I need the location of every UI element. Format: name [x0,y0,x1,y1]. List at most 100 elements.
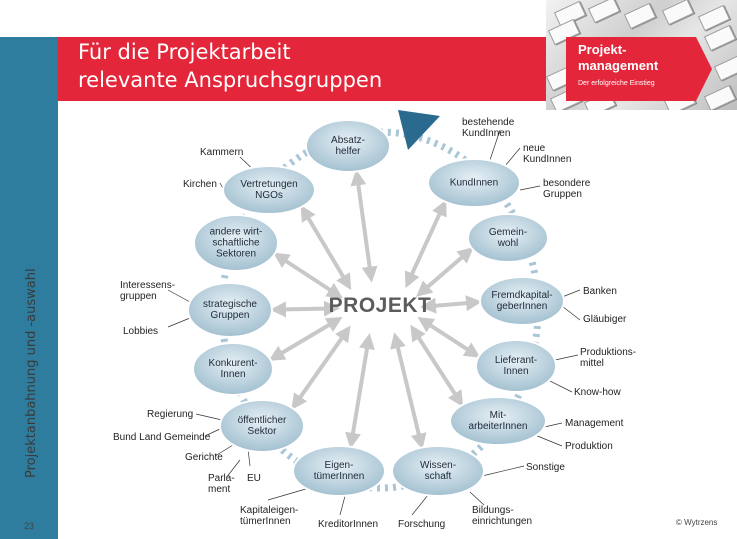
stakeholder-label: Know-how [574,387,621,398]
stakeholder-label: Forschung [398,519,445,530]
leader-line [561,289,581,298]
node-ellipse [427,158,521,208]
stakeholder-label-line: Bund Land Gemeinde [113,432,211,443]
leader-line [167,317,191,328]
node-label: Lieferant-Innen [495,355,537,377]
spoke-arrow [390,332,427,450]
node-label-line: Vertretungen [240,179,298,190]
page-title-line-1: Für die Projektarbeit [78,40,291,64]
stakeholder-label: Kapitaleigen-tümerInnen [240,505,298,527]
spoke-arrow [268,316,343,361]
leader-line [247,448,251,467]
stakeholder-label-line: mittel [580,358,604,369]
node-label-line: Eigen- [324,460,354,471]
node-ellipse [292,445,386,497]
page-title: Für die Projektarbeit relevante Anspruch… [78,38,538,94]
stakeholder-label: Gläubiger [583,314,626,325]
node-label-line: tümerInnen [313,471,365,482]
stakeholder-label: EU [247,473,261,484]
node-ellipse [193,214,279,272]
node-label-line: Sektor [247,426,277,437]
node-ellipse [305,119,391,173]
page-number: 23 [24,521,35,531]
spoke-arrow [269,300,341,318]
stakeholder-label: KreditorInnen [318,519,378,530]
stakeholder-label-line: Produktions- [580,347,637,358]
node-label-line: Sektoren [215,248,257,260]
node-ellipse [391,445,485,497]
node-ellipse [222,165,316,215]
node-label-line: Gruppen [210,310,250,321]
leader-line [167,289,191,303]
stakeholder-label-line: Regierung [147,409,194,420]
spoke-arrow [300,204,352,291]
spoke-arrow [345,333,375,449]
spoke-arrow [350,169,378,283]
stakeholder-label-line: KreditorInnen [318,519,379,530]
stakeholder-label-line: KundInnen [523,154,572,165]
spoke-arrows [268,169,483,450]
brand-banner [566,37,696,101]
stakeholder-label-line: Kirchen [183,179,217,190]
stakeholder-label-line: Management [565,418,624,429]
node-label: Absatz-helfer [331,135,365,157]
leader-line [554,354,579,361]
node-ellipses [187,119,565,497]
leader-line [561,305,581,321]
node-label-line: wohl [497,238,519,249]
node-label-line: helfer [335,146,361,157]
stakeholder-label-line: ment [208,484,231,495]
spoke-arrow [273,252,343,299]
node-ellipse [467,213,549,263]
stakeholder-label: Gerichte [185,452,223,463]
stakeholder-label-line: Kapitaleigen- [240,505,299,516]
stakeholder-label: Parla-ment [208,473,235,495]
stakeholder-label: Produktions-mittel [580,347,636,369]
page-title-line-2: relevante Anspruchsgruppen [78,68,383,92]
leader-line [195,413,223,421]
node-label-line: NGOs [255,190,283,201]
stakeholder-label-line: Parla- [208,473,235,484]
stakeholder-label: Lobbies [123,326,158,337]
leader-line [519,185,541,191]
copyright: © Wytrzens [676,518,718,527]
spoke-arrow [404,199,447,289]
stakeholder-label: Banken [583,286,617,297]
leader-line [504,147,521,167]
node-label: Konkurent-Innen [209,358,258,380]
stakeholder-label-line: Kammern [200,147,244,158]
node-label-line: Innen [503,366,529,377]
node-label-line: öffentlicher [237,415,287,426]
brand-title: Projekt- management [578,42,658,74]
stakeholder-label-line: gruppen [120,291,157,302]
stakeholder-label: Regierung [147,409,193,420]
spoke-arrow [419,295,483,314]
stakeholder-label-line: einrichtungen [472,516,533,527]
stakeholder-label-line: Interessens- [120,280,176,291]
node-label-line: Lieferant- [494,355,538,366]
node-label-line: arbeiterInnen [468,421,528,432]
stakeholder-label-line: neue [523,143,546,154]
brand-title-line-1: Projekt- [578,42,627,57]
stakeholder-label-line: Sonstige [526,462,565,473]
node-label: Mit-arbeiterInnen [469,410,528,432]
node-label-line: Konkurent- [208,358,258,369]
stakeholder-label: Bund Land Gemeinde [113,432,210,443]
stakeholder-label-line: Gerichte [185,452,223,463]
stakeholder-label: Kirchen [183,179,217,190]
leader-line [411,494,429,516]
node-label-line: strategische [203,299,257,310]
title-bar [58,37,546,101]
stakeholder-label-line: bestehende [462,117,515,128]
node-ellipse [192,342,274,396]
cycle-arrow-icon [398,110,440,150]
center-label: PROJEKT [328,294,432,317]
leader-line [489,129,501,161]
stakeholder-label-line: tümerInnen [240,516,291,527]
brand-subtitle: Der erfolgreiche Einstieg [578,80,655,87]
